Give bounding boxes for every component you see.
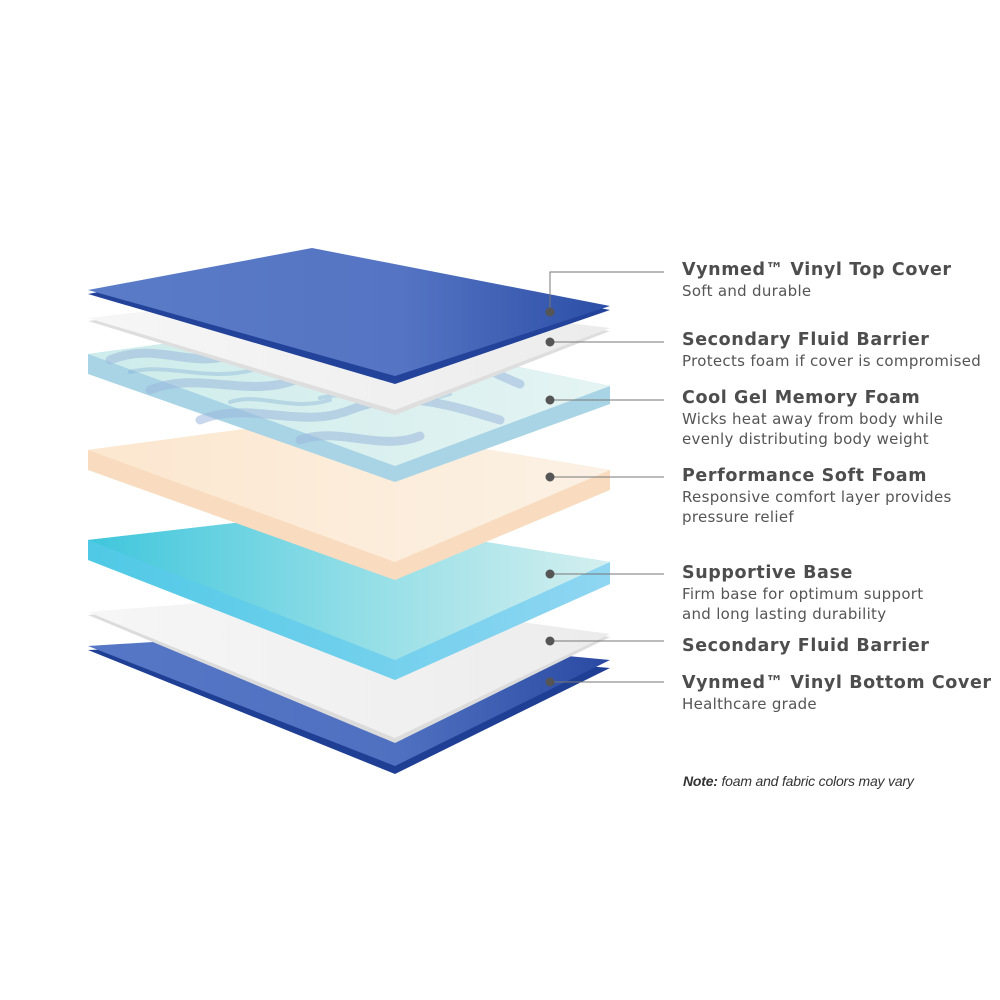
callout-lower-barrier: Secondary Fluid Barrier (682, 636, 998, 657)
callout-gel-foam: Cool Gel Memory Foam Wicks heat away fro… (682, 388, 998, 449)
callout-desc-line: Healthcare grade (682, 695, 817, 713)
layer-soft-foam (88, 420, 610, 580)
callout-desc-line: Responsive comfort layer provides (682, 488, 952, 506)
leader-dot-1 (545, 307, 555, 317)
leader-lines (549, 271, 664, 683)
callout-bottom-cover: Vynmed™ Vinyl Bottom Cover Healthcare gr… (682, 673, 998, 714)
callout-desc-line: and long lasting durability (682, 605, 887, 623)
callout-supportive-base: Supportive Base Firm base for optimum su… (682, 563, 998, 624)
callout-title: Secondary Fluid Barrier (682, 636, 930, 656)
leader-dot-4 (545, 472, 555, 482)
layer-top-cover (88, 248, 610, 384)
callout-title: Secondary Fluid Barrier (682, 330, 930, 350)
layer-supportive-base (88, 514, 610, 680)
callout-title: Supportive Base (682, 563, 853, 583)
leader-dot-3 (545, 395, 555, 405)
note-text: foam and fabric colors may vary (721, 773, 914, 789)
callout-desc-line: Soft and durable (682, 282, 812, 300)
callout-upper-barrier: Secondary Fluid Barrier Protects foam if… (682, 330, 998, 371)
callout-desc-line: Wicks heat away from body while (682, 410, 944, 428)
leader-dots (545, 307, 555, 687)
callout-desc-line: Protects foam if cover is compromised (682, 352, 982, 370)
callout-title: Performance Soft Foam (682, 466, 928, 486)
leader-line-1 (549, 271, 664, 312)
leader-dot-7 (545, 677, 555, 687)
leader-dot-2 (545, 337, 555, 347)
note-label: Note: (683, 773, 718, 789)
leader-dot-6 (545, 636, 555, 646)
leader-dot-5 (545, 569, 555, 579)
callout-desc-line: Firm base for optimum support (682, 585, 924, 603)
callout-title: Vynmed™ Vinyl Bottom Cover (682, 673, 992, 693)
callout-soft-foam: Performance Soft Foam Responsive comfort… (682, 466, 998, 527)
callout-top-cover: Vynmed™ Vinyl Top Cover Soft and durable (682, 260, 998, 301)
callout-title: Cool Gel Memory Foam (682, 388, 921, 408)
colors-note: Note: foam and fabric colors may vary (683, 773, 914, 789)
callout-title: Vynmed™ Vinyl Top Cover (682, 260, 952, 280)
callout-desc-line: evenly distributing body weight (682, 430, 929, 448)
callout-desc-line: pressure relief (682, 508, 794, 526)
